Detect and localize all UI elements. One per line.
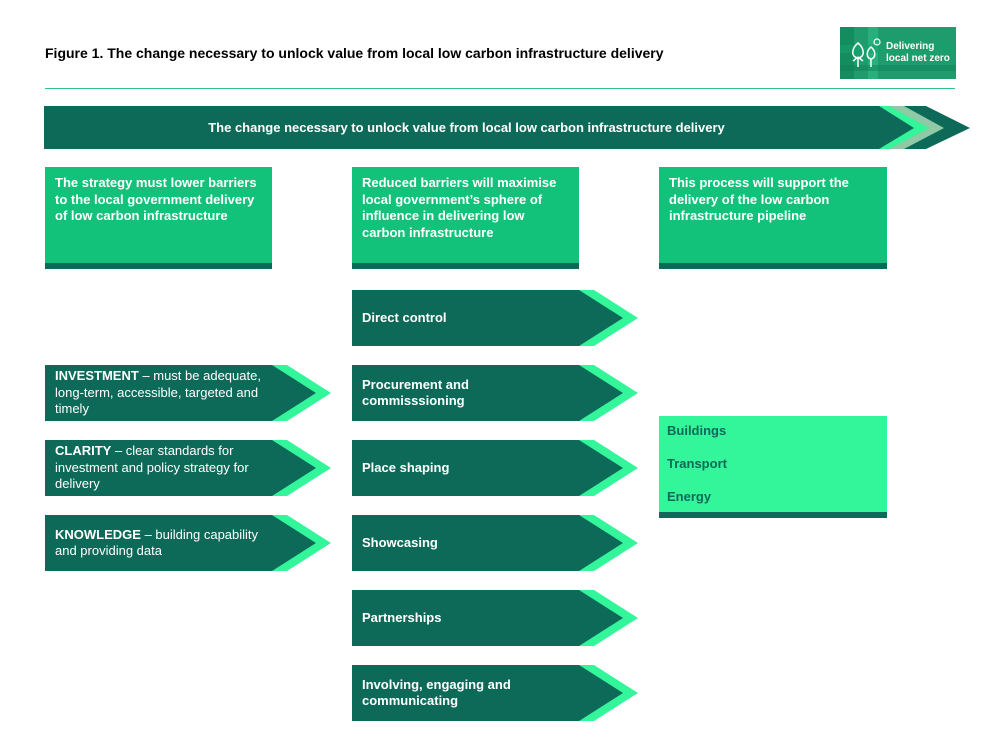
barrier-knowledge-keyword: KNOWLEDGE <box>55 526 141 542</box>
header-pipeline: This process will support the delivery o… <box>659 167 887 269</box>
barrier-clarity-text: – clear standards for investment and pol… <box>55 443 249 492</box>
barrier-arrow-investment <box>45 365 331 421</box>
header-strategy-text: The strategy must lower barriers to the … <box>55 175 257 223</box>
influence-arrow-4 <box>352 515 638 571</box>
influence-label: Involving, engaging and communicating <box>362 676 511 709</box>
pipeline-item-buildings: Buildings <box>667 423 727 438</box>
influence-label: Procurement and commisssioning <box>362 376 469 409</box>
influence-label: Showcasing <box>362 534 438 550</box>
figure-title: Figure 1. The change necessary to unlock… <box>45 45 664 61</box>
influence-label: Place shaping <box>362 459 450 475</box>
influence-arrow-3 <box>352 440 638 496</box>
barrier-investment-keyword: INVESTMENT <box>55 368 139 384</box>
header-pipeline-text: This process will support the delivery o… <box>669 175 849 223</box>
header-strategy: The strategy must lower barriers to the … <box>45 167 272 269</box>
banner-title: The change necessary to unlock value fro… <box>208 120 725 135</box>
barrier-arrow-knowledge <box>45 515 331 571</box>
barrier-knowledge-text: – building capability and providing data <box>55 526 259 559</box>
influence-showcasing: Showcasing <box>352 515 572 571</box>
influence-direct-control: Direct control <box>352 290 572 346</box>
logo-line-1: Delivering <box>886 41 935 52</box>
pipeline-box: Buildings Transport Energy <box>659 416 887 518</box>
influence-label: Direct control <box>362 309 447 325</box>
influence-arrow-1 <box>352 290 638 346</box>
header-influence: Reduced barriers will maximise local gov… <box>352 167 579 269</box>
influence-label: Partnerships <box>362 609 442 625</box>
barrier-investment: INVESTMENT – must be adequate, long-term… <box>45 365 280 421</box>
influence-partnerships: Partnerships <box>352 590 572 646</box>
influence-place-shaping: Place shaping <box>352 440 572 496</box>
banner-arrow <box>44 106 970 149</box>
barrier-clarity-keyword: CLARITY <box>55 443 112 459</box>
barrier-investment-text: – must be adequate, long-term, accessibl… <box>55 368 261 417</box>
influence-procurement: Procurement and commisssioning <box>352 365 492 421</box>
influence-arrow-6 <box>352 665 638 721</box>
influence-arrow-2 <box>352 365 638 421</box>
influence-arrow-5 <box>352 590 638 646</box>
pipeline-item-transport: Transport <box>667 456 727 471</box>
logo: Delivering local net zero <box>840 27 956 79</box>
barrier-knowledge: KNOWLEDGE – building capability and prov… <box>45 515 265 571</box>
header-divider <box>45 88 955 89</box>
header-influence-text: Reduced barriers will maximise local gov… <box>362 175 557 240</box>
barrier-arrow-clarity <box>45 440 331 496</box>
barrier-clarity: CLARITY – clear standards for investment… <box>45 440 265 496</box>
pipeline-item-energy: Energy <box>667 489 712 504</box>
influence-involving: Involving, engaging and communicating <box>352 665 512 721</box>
trees-icon <box>852 38 881 67</box>
logo-line-2: local net zero <box>886 53 950 64</box>
logo-background <box>840 27 956 79</box>
